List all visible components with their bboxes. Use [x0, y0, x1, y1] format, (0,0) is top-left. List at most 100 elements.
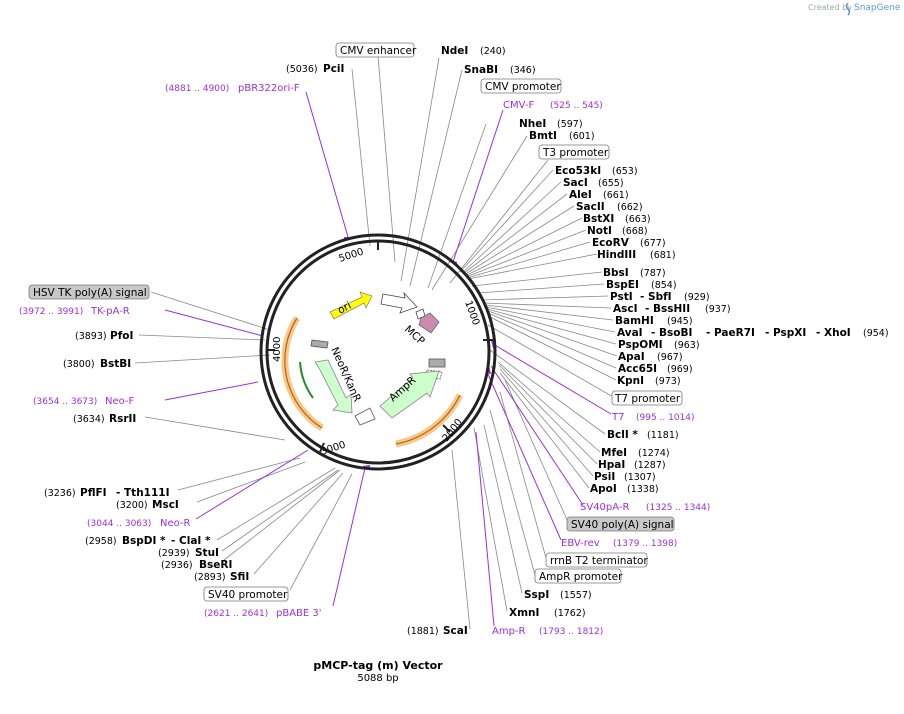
primer-ebv-rev-range: (1379 .. 1398): [613, 539, 677, 549]
enzyme-eco53ki-pos: (653): [612, 166, 638, 177]
enzyme-clai: - ClaI *: [171, 535, 211, 547]
sv40-promoter-feature: [310, 339, 329, 349]
enzyme-bspdi: BspDI *: [122, 535, 166, 547]
enzyme-hindiii-pos: (681): [650, 250, 676, 261]
enzyme-labels-right: NdeI (240) SnaBI (346) NheI (597) BmtI (…: [407, 45, 889, 637]
enzyme-bstxi-pos: (663): [625, 214, 651, 225]
enzyme-bseri: BseRI: [199, 559, 232, 571]
enzyme-avai: AvaI: [617, 327, 643, 339]
ampr-promoter-feature: [354, 407, 376, 426]
enzyme-psii: PsiI: [594, 471, 615, 483]
orf-arc-green: [299, 361, 314, 399]
enzyme-saci-pos: (655): [598, 178, 624, 189]
cmv-enhancer-label: CMV enhancer: [340, 45, 417, 57]
cmv-promoter-label: CMV promoter: [485, 81, 561, 93]
enzyme-pcii-pos: (5036): [286, 64, 318, 75]
enzyme-pspxi: - PspXI: [765, 327, 806, 339]
enzyme-bspdi-pos: (2958): [85, 536, 117, 547]
enzyme-ecorv: EcoRV: [592, 237, 630, 249]
ori-label: ori: [336, 300, 354, 317]
enzyme-kpni: KpnI: [617, 375, 644, 387]
enzyme-alei: AleI: [569, 189, 592, 201]
enzyme-bamhi-pos: (945): [667, 316, 693, 327]
feature-labels: CMV enhancer CMV promoter T3 promoter T7…: [28, 42, 683, 602]
enzyme-eco53ki: Eco53kI: [555, 165, 601, 177]
enzyme-sbfi-pos: (929): [684, 292, 710, 303]
enzyme-mfei-pos: (1274): [638, 448, 670, 459]
sv40-polya-box: [566, 516, 675, 532]
rrnb-box: [545, 552, 648, 568]
enzyme-sacii: SacII: [576, 201, 605, 213]
enzyme-pflfi-pos: (3236): [44, 488, 76, 499]
enzyme-pspomi: PspOMI: [618, 339, 663, 351]
enzyme-bamhi: BamHI: [615, 315, 654, 327]
enzyme-hindiii: HindIII: [597, 249, 636, 261]
enzyme-bmti: BmtI: [529, 130, 557, 142]
enzyme-pfoi: PfoI: [110, 330, 133, 342]
primer-cmv-f: CMV-F: [503, 100, 534, 111]
cmv-enhancer-feature: [380, 291, 418, 314]
enzyme-apai-pos: (967): [657, 352, 683, 363]
primer-sv40pa-r-range: (1325 .. 1344): [646, 503, 710, 513]
enzyme-snabi: SnaBI: [464, 64, 498, 76]
enzyme-tth111i: - Tth111I: [116, 487, 170, 499]
enzyme-acc65i-pos: (969): [667, 364, 693, 375]
enzyme-bstbi-pos: (3800): [63, 359, 95, 370]
enzyme-bbsi-pos: (787): [640, 268, 666, 279]
primer-pbr322ori-f-range: (4881 .. 4900): [165, 84, 229, 94]
enzyme-scai-pos: (1881): [407, 626, 439, 637]
primer-neo-f-range: (3654 .. 3673): [33, 397, 97, 407]
enzyme-snabi-pos: (346): [510, 65, 536, 76]
neor-feature: [314, 359, 353, 414]
primer-neo-f: Neo-F: [105, 396, 135, 407]
enzyme-labels-left: PciI (5036) PfoI (3893) BstBI (3800) Rsr…: [44, 63, 344, 583]
enzyme-alei-pos: (661): [603, 190, 629, 201]
t7-promoter-label: T7 promoter: [614, 393, 681, 405]
cmv-enhancer-box: [335, 42, 415, 58]
enzyme-apoi: ApoI: [590, 483, 617, 495]
rrnb-label: rrnB T2 terminator: [550, 555, 648, 567]
enzyme-bsobi: - BsoBI: [651, 327, 692, 339]
enzyme-psti: PstI: [610, 291, 633, 303]
enzyme-bcli: BclI *: [607, 429, 638, 441]
enzyme-leader-lines: [134, 55, 618, 630]
enzyme-bcli-pos: (1181): [647, 430, 679, 441]
credit-brand: SnapGene: [854, 3, 901, 13]
sv40-polya-feature: [428, 358, 446, 368]
hsv-tk-label: HSV TK poly(A) signal: [33, 287, 147, 299]
tick-4000: 4000: [272, 337, 283, 362]
t3-promoter-box: [538, 144, 610, 160]
enzyme-sfii-pos: (2893): [194, 572, 226, 583]
enzyme-rsrii: RsrII: [109, 413, 136, 425]
primer-leader-lines: [164, 91, 612, 627]
enzyme-nhei-pos: (597): [557, 119, 583, 130]
enzyme-bmti-pos: (601): [569, 131, 595, 142]
t7-promoter-box: [611, 390, 683, 406]
enzyme-rsrii-pos: (3634): [73, 414, 105, 425]
enzyme-kpni-pos: (973): [655, 376, 681, 387]
enzyme-pfoi-pos: (3893): [75, 331, 107, 342]
enzyme-stui-pos: (2939): [158, 548, 190, 559]
enzyme-bseri-pos: (2936): [161, 560, 193, 571]
ampr-feature: [379, 370, 440, 419]
enzyme-xhoi-pos: (954): [863, 328, 889, 339]
enzyme-bbsi: BbsI: [603, 267, 629, 279]
primer-t7: T7: [611, 412, 624, 423]
enzyme-psii-pos: (1307): [624, 472, 656, 483]
tick-marks: [266, 240, 493, 453]
enzyme-noti: NotI: [587, 225, 612, 237]
enzyme-apai: ApaI: [618, 351, 645, 363]
enzyme-xmni: XmnI: [509, 607, 539, 619]
ori-feature: [329, 291, 373, 320]
enzyme-nhei: NheI: [519, 118, 546, 130]
enzyme-sspi-pos: (1557): [560, 590, 592, 601]
enzyme-stui: StuI: [195, 547, 219, 559]
enzyme-sspi: SspI: [524, 589, 549, 601]
cmv-promoter-box: [480, 78, 562, 94]
enzyme-pflfi: PflFI: [80, 487, 107, 499]
enzyme-acc65i: Acc65I: [618, 363, 657, 375]
enzyme-paer7i: - PaeR7I: [706, 327, 755, 339]
t3-promoter-label: T3 promoter: [542, 147, 609, 159]
